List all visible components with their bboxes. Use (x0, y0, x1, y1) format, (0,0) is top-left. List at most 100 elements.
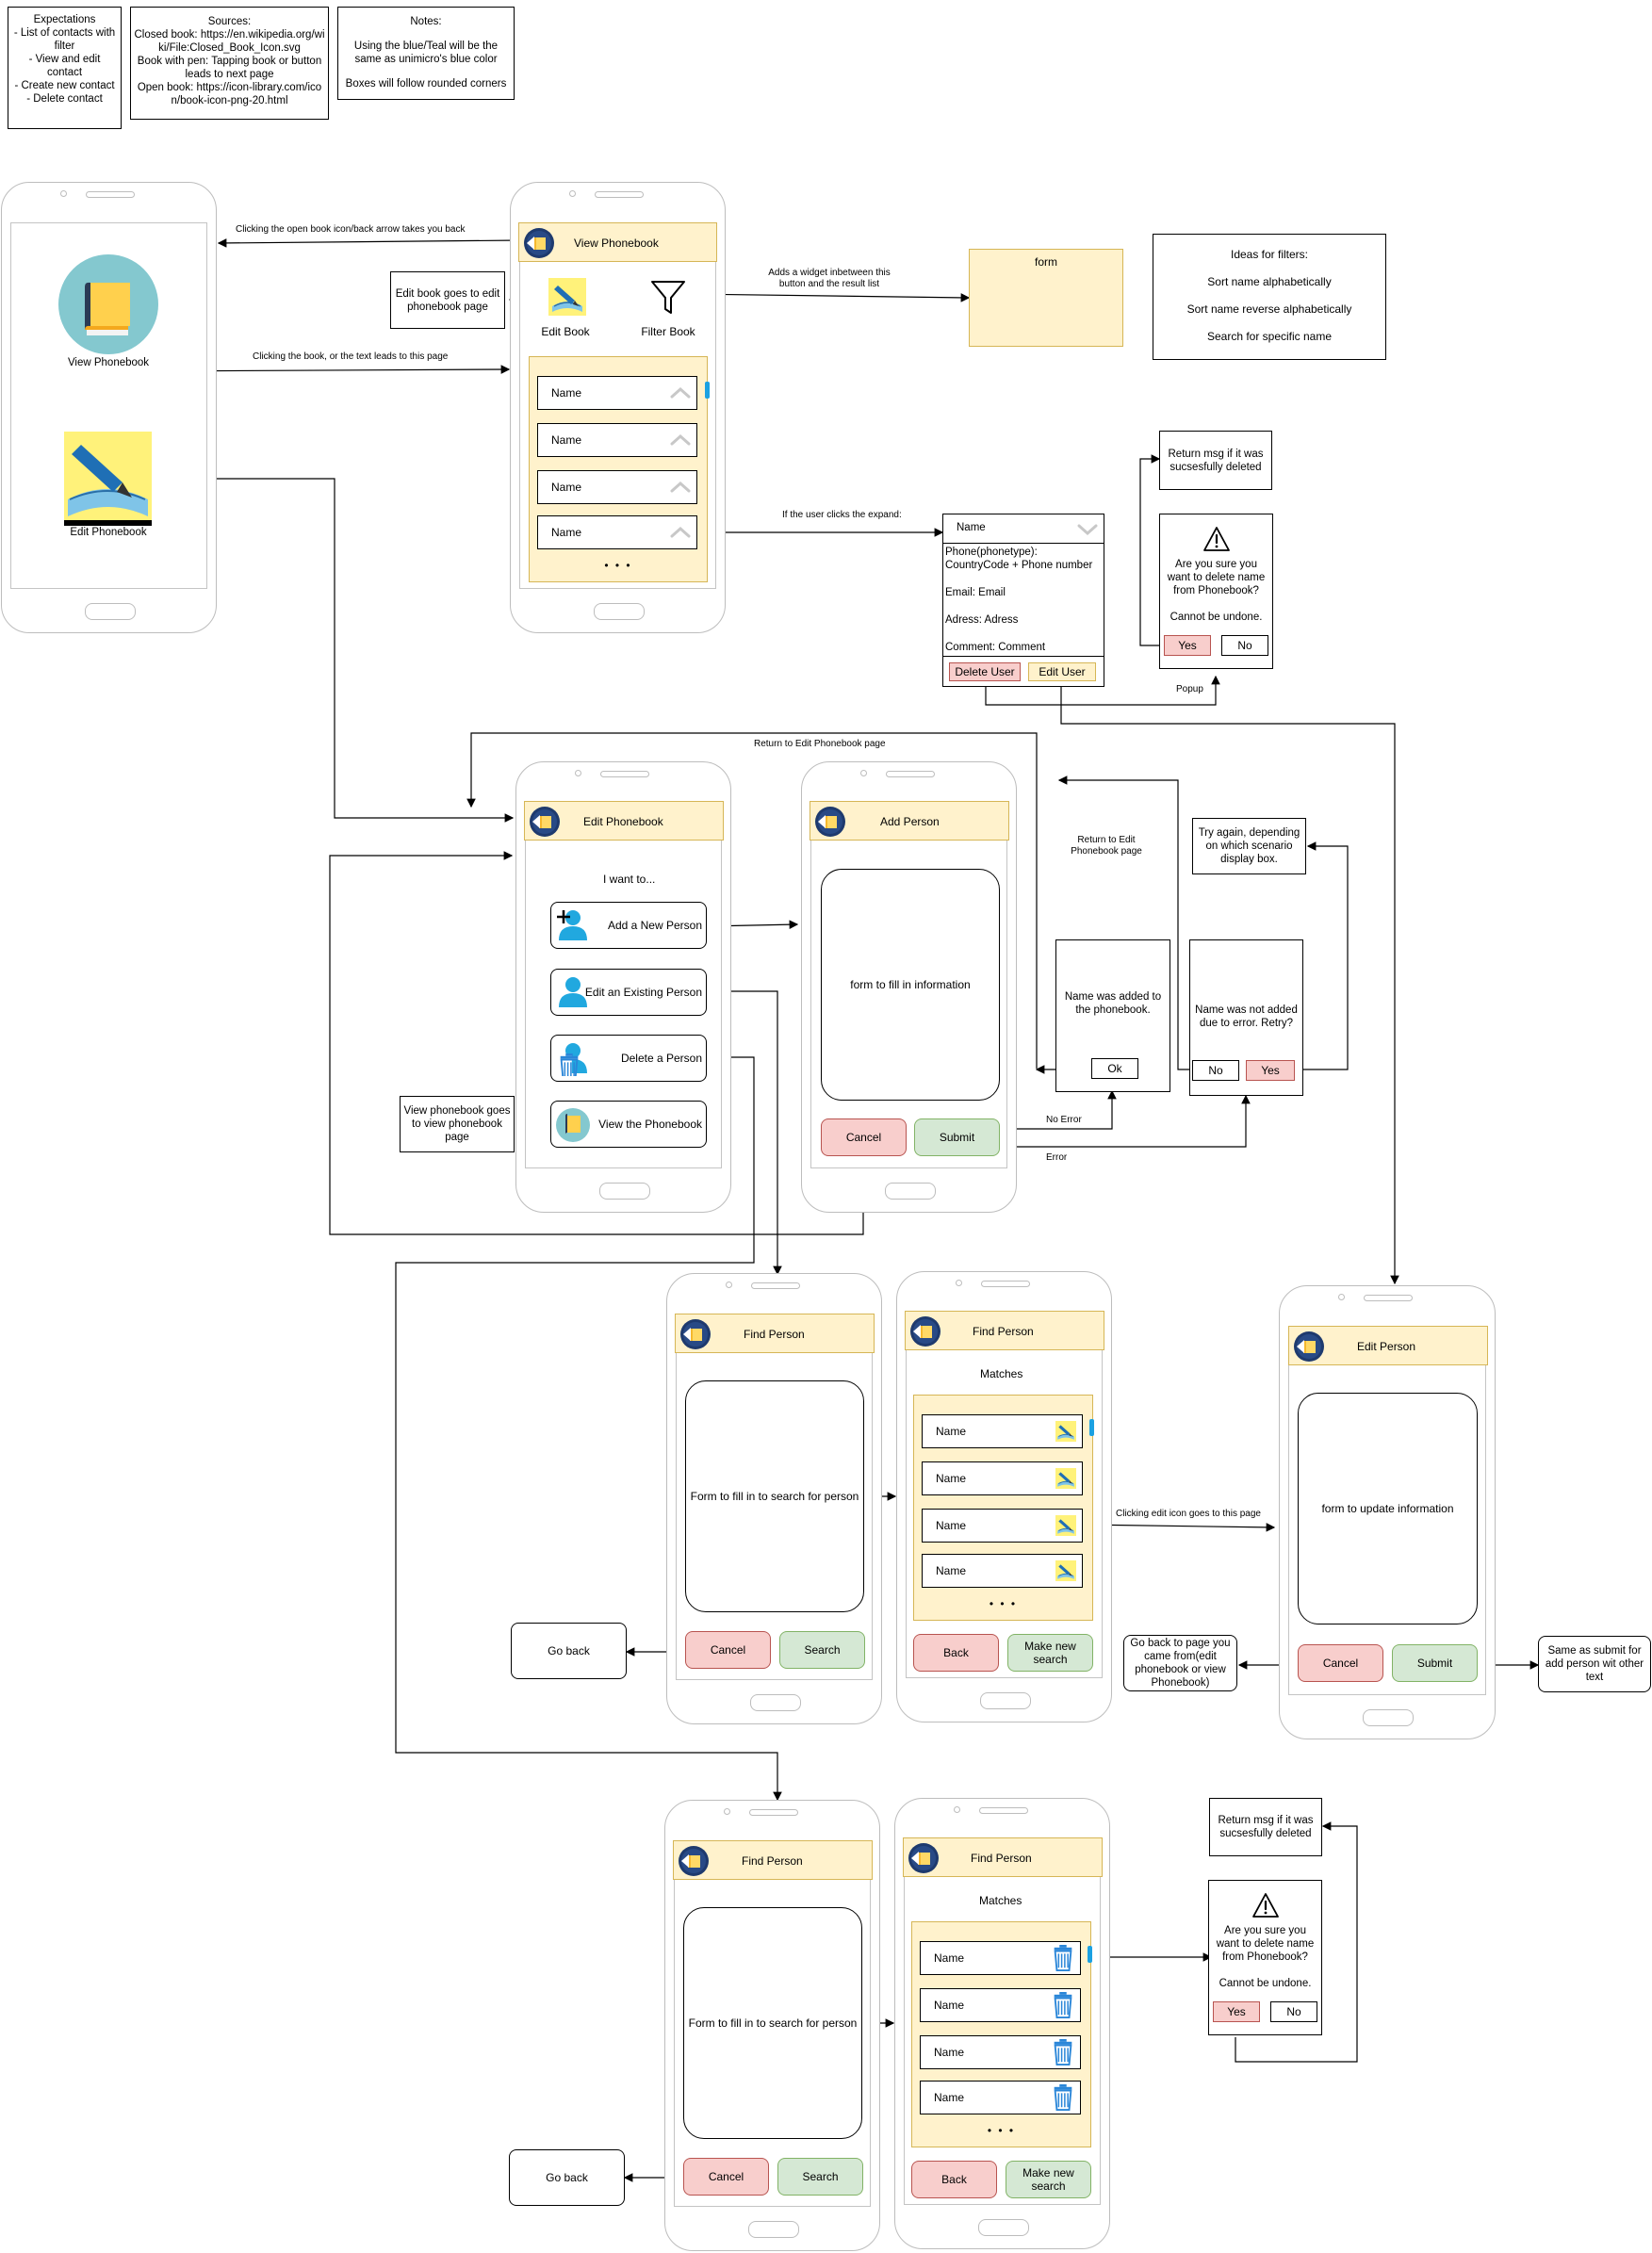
not-added-dialog: Name was not added due to error. Retry? … (1189, 939, 1303, 1096)
edit-phonebook-label: Edit Phonebook (70, 527, 147, 538)
list-item[interactable]: Name (920, 1941, 1081, 1975)
submit-button[interactable]: Submit (1392, 1644, 1478, 1682)
expectation-item: - View and edit contact (28, 54, 101, 78)
list-item[interactable]: Name (537, 376, 697, 410)
book-with-pen-icon[interactable] (64, 432, 152, 526)
cancel-button[interactable]: Cancel (821, 1118, 907, 1156)
trash-icon[interactable] (1052, 1992, 1074, 2018)
cancel-button[interactable]: Cancel (1298, 1644, 1383, 1682)
back-button[interactable]: Back (913, 1634, 999, 1672)
list-item[interactable]: Name (537, 423, 697, 457)
view-phonebook-link[interactable]: View Phonebook (66, 357, 151, 369)
section-title: Matches (980, 1367, 1023, 1380)
list-item[interactable]: Name (922, 1461, 1083, 1495)
matches-header: Find Person (905, 1311, 1104, 1350)
trash-icon[interactable] (1052, 2084, 1074, 2111)
edit-phonebook-link[interactable]: Edit Phonebook (66, 527, 151, 539)
new-search-button[interactable]: Make new search (1006, 2161, 1091, 2198)
match-list: Name Name Name Name • • • (911, 1921, 1092, 2147)
edit-icon[interactable] (1055, 1421, 1076, 1442)
return-msg-bottom: Return msg if it was sucsesfully deleted (1209, 1798, 1322, 1856)
back-book-icon[interactable] (909, 1315, 941, 1347)
back-book-icon[interactable] (529, 806, 561, 838)
edit-person-header: Edit Person (1288, 1326, 1488, 1365)
yes-button[interactable]: Yes (1246, 1060, 1295, 1081)
cancel-button[interactable]: Cancel (683, 2158, 769, 2196)
yes-button[interactable]: Yes (1164, 635, 1211, 656)
edit-icon[interactable] (1055, 1515, 1076, 1536)
filter-book-button[interactable]: Filter Book (637, 275, 699, 341)
edit-icon[interactable] (1055, 1560, 1076, 1581)
same-as-submit-note: Same as submit for add person wit other … (1538, 1636, 1651, 1692)
back-book-icon[interactable] (908, 1842, 940, 1874)
no-button[interactable]: No (1192, 1060, 1239, 1081)
trash-icon[interactable] (1052, 1945, 1074, 1971)
edge-label: Clicking the book, or the text leads to … (253, 351, 449, 362)
chevron-up-icon[interactable] (670, 433, 691, 447)
update-form[interactable]: form to update information (1298, 1393, 1478, 1624)
back-book-icon[interactable] (523, 227, 555, 259)
list-item[interactable]: Name (920, 2081, 1081, 2114)
scrollbar[interactable] (1089, 1419, 1094, 1436)
match-list: Name Name Name Name • • • (913, 1395, 1094, 1621)
chevron-up-icon[interactable] (670, 526, 691, 539)
search-button[interactable]: Search (779, 1631, 865, 1669)
list-item[interactable]: Name (537, 470, 697, 504)
list-item[interactable]: Name (920, 1988, 1081, 2022)
back-button[interactable]: Back (911, 2161, 997, 2198)
ok-button[interactable]: Ok (1091, 1058, 1138, 1079)
section-title: I want to... (603, 873, 656, 886)
new-search-button[interactable]: Make new search (1007, 1634, 1093, 1672)
filter-icon (651, 281, 685, 314)
scrollbar[interactable] (705, 382, 710, 399)
yes-button[interactable]: Yes (1213, 2001, 1260, 2022)
search-form[interactable]: Form to fill in to search for person (685, 1380, 864, 1612)
expectation-item: - Delete contact (26, 93, 103, 105)
chevron-up-icon[interactable] (670, 481, 691, 494)
edit-book-note: Edit book goes to edit phonebook page (390, 271, 505, 329)
view-phonebook-option[interactable]: View the Phonebook (550, 1101, 707, 1148)
list-item[interactable]: Name (922, 1554, 1083, 1588)
edge-label: Clicking the open book icon/back arrow t… (236, 224, 466, 235)
edit-icon[interactable] (1055, 1468, 1076, 1489)
expanded-header[interactable]: Name (943, 514, 1104, 544)
list-item[interactable]: Name (922, 1509, 1083, 1543)
matches-header: Find Person (903, 1837, 1103, 1877)
cancel-button[interactable]: Cancel (685, 1631, 771, 1669)
chevron-down-icon[interactable] (1077, 523, 1098, 536)
edit-existing-person-option[interactable]: Edit an Existing Person (550, 969, 707, 1016)
chevron-up-icon[interactable] (670, 386, 691, 400)
edge-label: Error (1046, 1152, 1068, 1163)
notes-note: Notes: Using the blue/Teal will be the s… (337, 7, 515, 100)
search-button[interactable]: Search (777, 2158, 863, 2196)
contact-list: Name Name Name Name • • • (529, 356, 710, 582)
add-person-form[interactable]: form to fill in information (821, 869, 1000, 1101)
list-item[interactable]: Name (920, 2035, 1081, 2069)
closed-book-icon[interactable] (58, 254, 158, 354)
trash-icon[interactable] (1052, 2039, 1074, 2065)
page-title: Find Person (973, 1325, 1034, 1338)
submit-button[interactable]: Submit (914, 1118, 1000, 1156)
scrollbar[interactable] (1088, 1946, 1092, 1963)
delete-person-option[interactable]: Delete a Person (550, 1035, 707, 1082)
list-item[interactable]: Name (922, 1414, 1083, 1448)
expectations-note: Expectations - List of contacts with fil… (8, 7, 122, 129)
phone-home (1, 182, 217, 633)
add-new-person-option[interactable]: Add a New Person (550, 902, 707, 949)
back-book-icon[interactable] (814, 806, 846, 838)
contact-address: Adress: Adress (945, 614, 1019, 626)
notes-heading: Notes: (410, 16, 442, 27)
back-book-icon[interactable] (679, 1318, 712, 1350)
no-button[interactable]: No (1270, 2001, 1317, 2022)
search-form[interactable]: Form to fill in to search for person (683, 1907, 862, 2139)
list-item[interactable]: Name (537, 515, 697, 549)
no-button[interactable]: No (1221, 635, 1268, 656)
edit-user-button[interactable]: Edit User (1028, 662, 1096, 681)
edit-book-button[interactable]: Edit Book (537, 278, 594, 340)
delete-user-button[interactable]: Delete User (949, 662, 1021, 681)
return-msg-top: Return msg if it was sucsesfully deleted (1159, 431, 1272, 490)
find-person-header: Find Person (675, 1314, 875, 1353)
back-book-icon[interactable] (678, 1845, 710, 1877)
back-book-icon[interactable] (1293, 1331, 1325, 1363)
go-back-box: Go back (509, 2149, 625, 2206)
